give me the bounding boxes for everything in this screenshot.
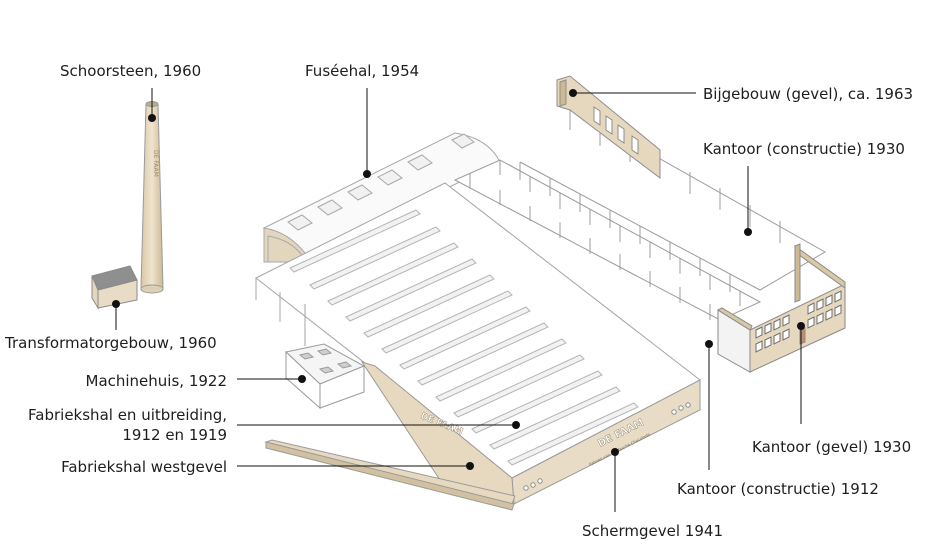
dot-fabriekshal <box>512 421 520 429</box>
label-fabriekshal-line1: Fabriekshal en uitbreiding, <box>28 406 227 424</box>
dot-schermgevel <box>611 448 619 456</box>
label-kantoor-constructie-1912: Kantoor (constructie) 1912 <box>677 480 879 498</box>
chimney-sign: DE FAAM <box>152 150 159 177</box>
dot-machinehuis <box>298 375 306 383</box>
dot-transformatorgebouw <box>112 300 120 308</box>
label-schoorsteen: Schoorsteen, 1960 <box>60 62 202 80</box>
dot-kantoor-constructie-1912 <box>705 340 713 348</box>
dot-westgevel <box>466 462 474 470</box>
label-machinehuis: Machinehuis, 1922 <box>85 372 228 390</box>
label-kantoor-constructie-1930: Kantoor (constructie) 1930 <box>703 140 905 158</box>
label-kantoor-gevel-1930: Kantoor (gevel) 1930 <box>752 438 912 456</box>
fuseehal-building <box>262 132 501 263</box>
marker-dots <box>112 89 805 470</box>
open-frame-structure <box>453 107 827 321</box>
label-fabriekshal-line2: 1912 en 1919 <box>122 426 227 444</box>
fabriekshal-roof <box>255 182 701 505</box>
bijgebouw-facade <box>556 75 661 180</box>
label-bijgebouw: Bijgebouw (gevel), ca. 1963 <box>703 85 914 103</box>
dot-fuseehal <box>363 170 371 178</box>
dot-kantoor-constructie-1930 <box>744 228 752 236</box>
label-transformatorgebouw: Transformatorgebouw, 1960 <box>5 334 217 352</box>
westgevel-strip <box>264 439 516 511</box>
kantoor-building <box>716 243 846 373</box>
dot-schoorsteen <box>148 114 156 122</box>
leader-lines <box>115 88 802 512</box>
dot-kantoor-gevel-1930 <box>797 322 805 330</box>
schoorsteen-chimney <box>140 101 164 294</box>
label-westgevel: Fabriekshal westgevel <box>61 458 227 476</box>
label-schermgevel: Schermgevel 1941 <box>582 522 723 540</box>
dot-bijgebouw <box>569 89 577 97</box>
label-fuseehal: Fuséehal, 1954 <box>305 62 420 80</box>
transformatorgebouw-building <box>91 265 138 310</box>
